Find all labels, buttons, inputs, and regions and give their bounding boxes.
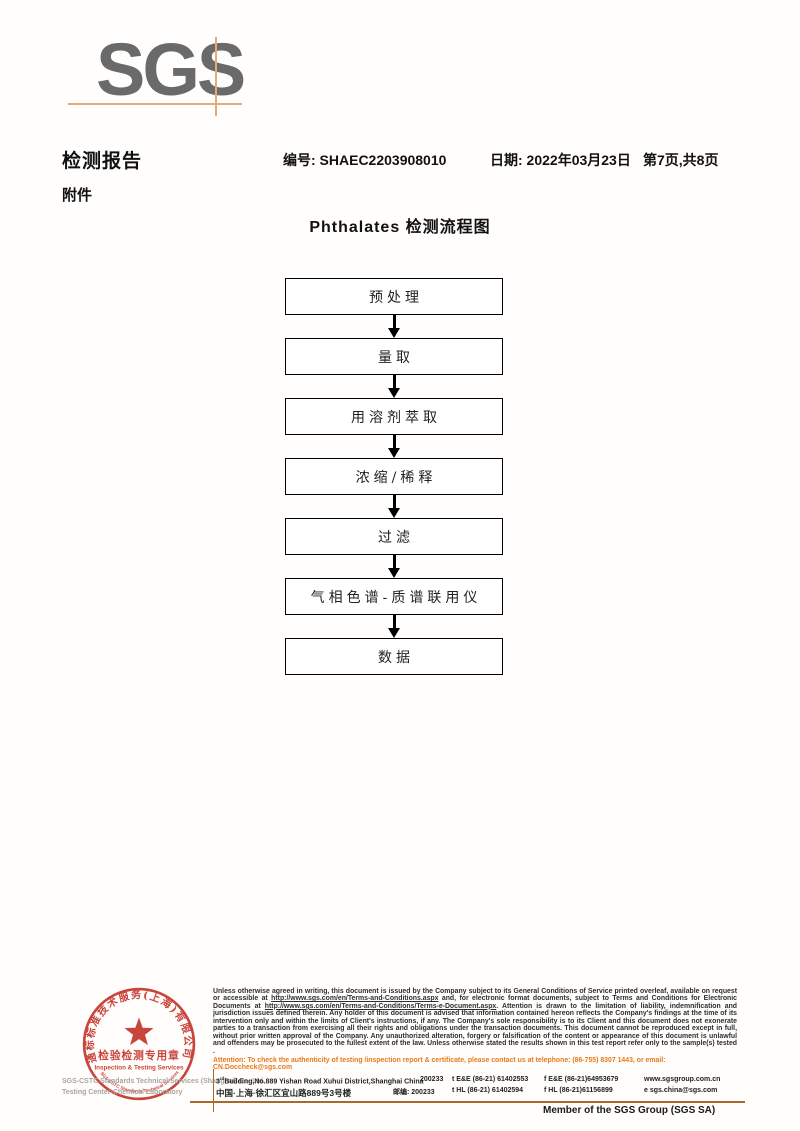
lab-name: Testing Center-Chemical Laboratory	[62, 1089, 183, 1096]
logo-horizontal-rule	[68, 103, 242, 105]
attachment-label: 附件	[62, 187, 93, 204]
address-en: 3rdBuilding,No.889 Yishan Road Xuhui Dis…	[216, 1076, 424, 1086]
flow-step-data: 数据	[285, 638, 503, 675]
flow-step-pretreatment: 预处理	[285, 278, 503, 315]
page-indicator: 第7页,共8页	[643, 152, 719, 168]
star-icon	[124, 1017, 154, 1046]
report-date: 日期: 2022年03月23日	[490, 152, 631, 168]
flow-step-concentrate-dilute: 浓缩/稀释	[285, 458, 503, 495]
flowchart: 预处理 量取 用溶剂萃取 浓缩/稀释 过滤 气相色谱-质谱联用仪 数据	[285, 278, 503, 675]
flow-step-gcms: 气相色谱-质谱联用仪	[285, 578, 503, 615]
phone-hl: t HL (86-21) 61402594	[452, 1087, 524, 1094]
stamp-center-text: 检验检测专用章	[98, 1049, 180, 1062]
flow-step-solvent-extraction: 用溶剂萃取	[285, 398, 503, 435]
ordinal-sup: rd	[219, 1076, 225, 1081]
arrow-down-icon	[285, 375, 503, 398]
authenticity-attention-note: Attention: To check the authenticity of …	[213, 1057, 666, 1072]
disclaimer-text: and, for electronic format documents, su…	[213, 995, 738, 1010]
terms-disclaimer: Unless otherwise agreed in writing, this…	[213, 988, 737, 1055]
arrow-down-icon	[285, 615, 503, 638]
company-name-en: SGS-CSTC Standards Technical Services (S…	[62, 1078, 265, 1085]
email-link[interactable]: e sgs.china@sgs.com	[644, 1087, 718, 1094]
disclaimer-text: Unless otherwise agreed in writing, this…	[213, 988, 737, 1003]
fax-hl: f HL (86-21)61156899	[544, 1087, 613, 1094]
terms-link[interactable]: http://www.sgs.com/en/Terms-and-Conditio…	[271, 995, 439, 1003]
postcode-cn: 邮编: 200233	[393, 1089, 435, 1096]
address-cn: 中国·上海·徐汇区宜山路889号3号楼	[216, 1088, 352, 1098]
stamp-circle	[82, 987, 196, 1101]
terms-link[interactable]: http://www.sgs.com/en/Terms-and-Conditio…	[264, 1002, 497, 1010]
footer-horizontal-rule	[190, 1101, 745, 1103]
flow-step-filter: 过滤	[285, 518, 503, 555]
sgs-logo: SGS	[96, 28, 246, 111]
logo-vertical-rule	[215, 37, 217, 116]
postcode-en: 200233	[420, 1076, 444, 1083]
disclaimer-text: . Attention is drawn to the limitation o…	[213, 1002, 737, 1055]
sgs-group-member-line: Member of the SGS Group (SGS SA)	[543, 1105, 716, 1116]
report-number: 编号: SHAEC2203908010	[283, 152, 447, 168]
arrow-down-icon	[285, 555, 503, 578]
fax-ee: f E&E (86-21)64953679	[544, 1076, 619, 1083]
arrow-down-icon	[285, 495, 503, 518]
company-seal-stamp: 通标标准技术服务(上海)有限公司 SGS-CSTC Standards Tech…	[78, 985, 196, 1101]
flowchart-title: Phthalates 检测流程图	[309, 219, 491, 236]
arrow-down-icon	[285, 315, 503, 338]
phone-ee: t E&E (86-21) 61402553	[452, 1076, 529, 1083]
website-link[interactable]: www.sgsgroup.com.cn	[644, 1076, 721, 1083]
stamp-center-subtext: Inspection & Testing Services	[94, 1064, 184, 1071]
report-title: 检测报告	[62, 151, 143, 172]
footer-vertical-rule	[213, 1069, 214, 1112]
flow-step-measure: 量取	[285, 338, 503, 375]
arrow-down-icon	[285, 435, 503, 458]
